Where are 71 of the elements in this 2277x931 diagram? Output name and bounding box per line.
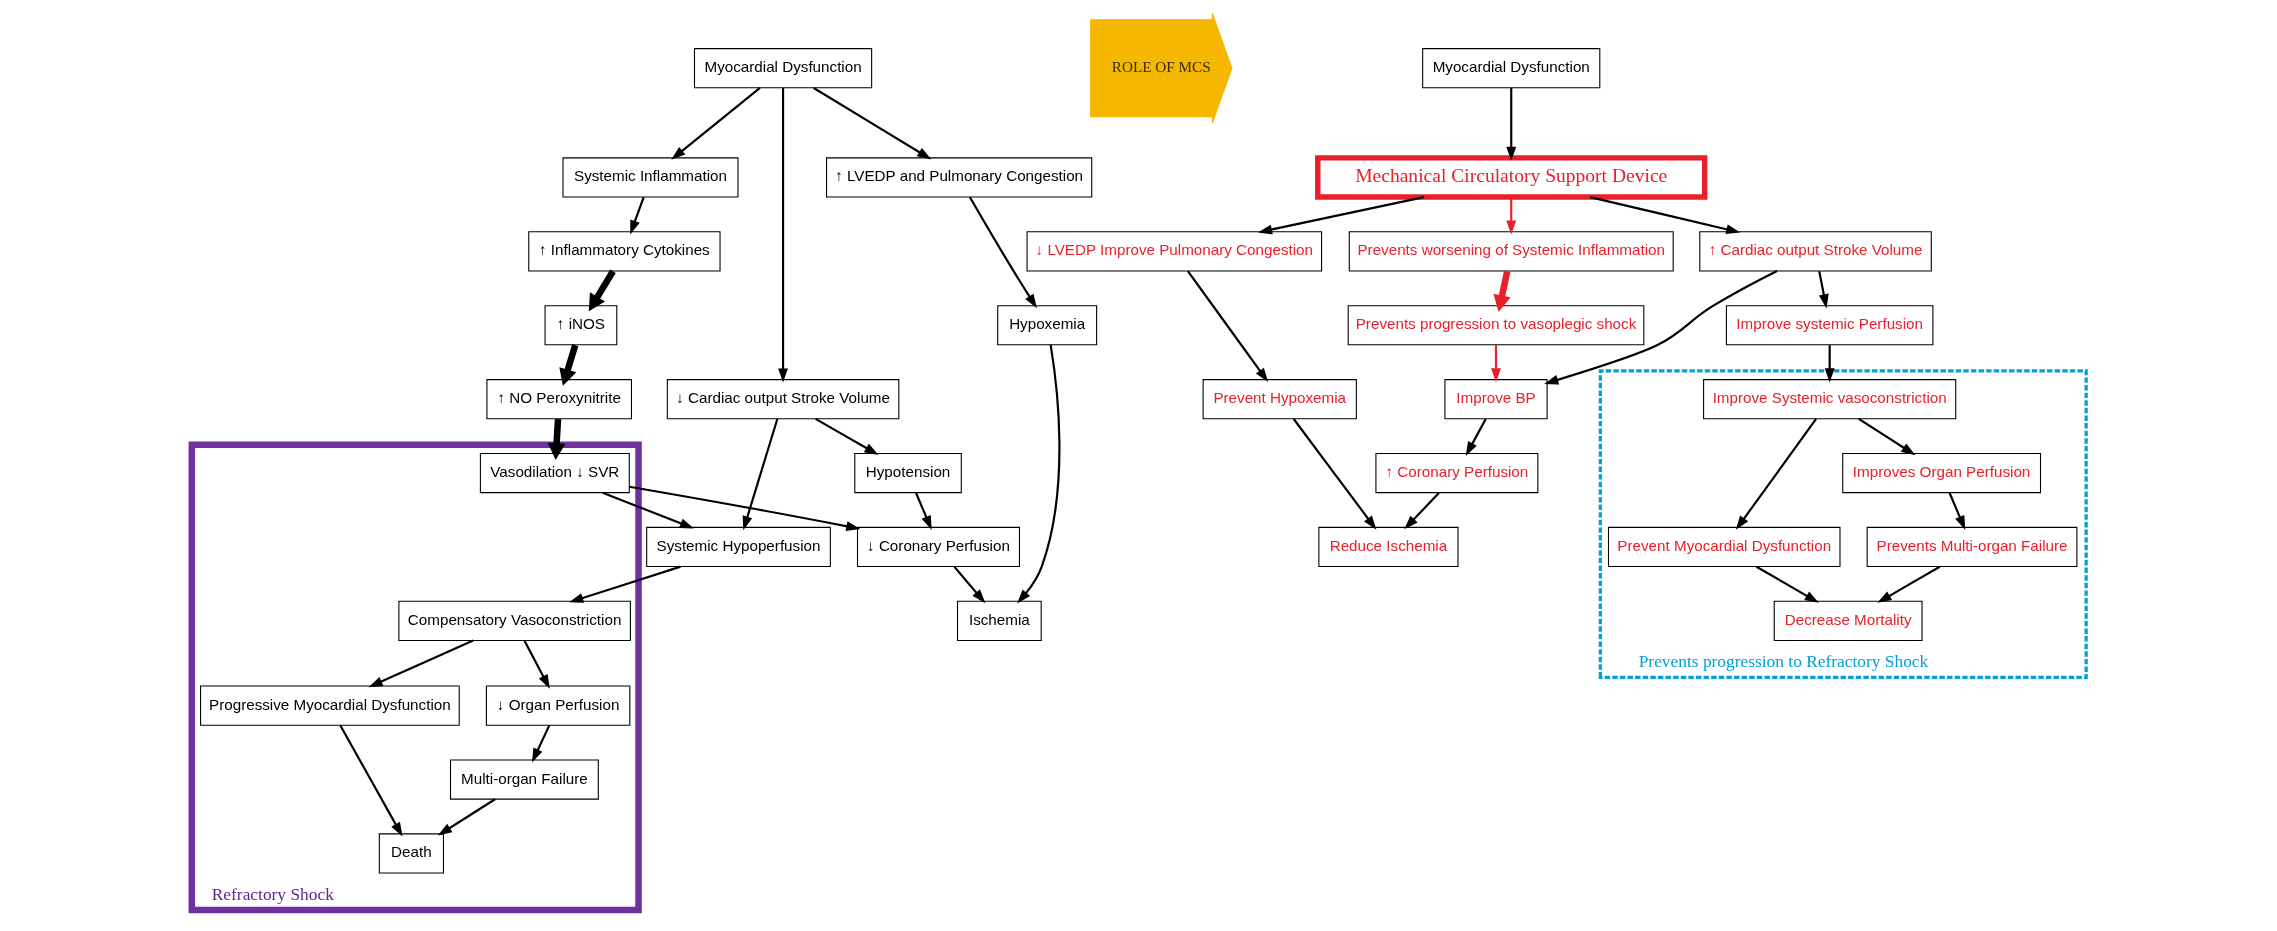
arrow xyxy=(1016,344,1060,603)
arrow xyxy=(742,418,778,530)
node-box: Hypoxemia xyxy=(996,304,1097,345)
arrow xyxy=(523,639,550,689)
arrow xyxy=(338,724,403,837)
arrow xyxy=(437,797,496,836)
node-box: Improve BP xyxy=(1443,378,1548,419)
node-box: Prevents Multi-organ Failure xyxy=(1866,526,2077,567)
arrow xyxy=(1492,270,1511,312)
arrow xyxy=(670,86,761,160)
node-box: Improve Systemic vasoconstriction xyxy=(1702,378,1956,419)
arrow xyxy=(814,417,879,455)
arrow xyxy=(628,485,860,531)
arrow xyxy=(568,565,681,603)
arrow xyxy=(1876,565,1940,603)
arrow xyxy=(1755,565,1819,603)
arrow xyxy=(953,565,985,603)
node-box: Mechanical Circulatory Support Device xyxy=(1314,154,1707,200)
node-box: ↓ Cardiac output Stroke Volume xyxy=(666,378,899,419)
node-box: Vasodilation ↓ SVR xyxy=(479,452,630,493)
arrow xyxy=(1824,344,1835,382)
node-box: Improves Organ Perfusion xyxy=(1841,452,2041,493)
arrow xyxy=(1403,491,1440,529)
node-box: ↓ Organ Perfusion xyxy=(485,685,630,726)
node-box: Systemic Inflammation xyxy=(561,156,738,198)
node-box: Myocardial Dysfunction xyxy=(693,47,872,88)
node-box: Multi-organ Failure xyxy=(449,758,599,800)
arrow xyxy=(1186,270,1268,382)
arrow xyxy=(558,343,578,386)
arrow xyxy=(629,196,645,234)
node-box: Hypotension xyxy=(853,452,962,493)
arrow xyxy=(1292,417,1376,530)
arrow xyxy=(368,639,474,687)
arrow xyxy=(1505,87,1516,161)
arrow xyxy=(1505,196,1516,235)
arrow xyxy=(547,418,565,460)
arrow xyxy=(1465,418,1487,456)
node-box: Compensatory Vasoconstriction xyxy=(397,600,631,641)
node-box: ↑ LVEDP and Pulmonary Congestion xyxy=(825,156,1092,198)
arrow xyxy=(777,87,788,383)
arrow xyxy=(1817,270,1829,308)
arrow xyxy=(1543,269,1777,385)
arrow xyxy=(531,724,550,762)
arrow xyxy=(1735,417,1817,530)
arrow xyxy=(914,492,932,530)
node-box: Myocardial Dysfunction xyxy=(1421,47,1600,88)
node-box: ↑ Inflammatory Cytokines xyxy=(527,230,721,271)
arrow xyxy=(1948,492,1965,530)
node-box: ↑ Coronary Perfusion xyxy=(1374,452,1538,493)
node-box: Ischemia xyxy=(956,600,1042,641)
node-box: Reduce Ischemia xyxy=(1317,526,1459,567)
node-box: Decrease Mortality xyxy=(1773,600,1923,641)
node-box: ↑ NO Peroxynitrite xyxy=(485,378,632,419)
node-box: ↑ Cardiac output Stroke Volume xyxy=(1698,230,1932,271)
arrow xyxy=(968,196,1037,308)
arrow xyxy=(812,86,931,159)
arrow xyxy=(588,269,616,311)
arrow xyxy=(1490,344,1501,382)
node-box: Prevents progression to vasoplegic shock xyxy=(1347,304,1644,345)
node-box: ↓ LVEDP Improve Pulmonary Congestion xyxy=(1026,230,1322,271)
node-box: Systemic Hypoperfusion xyxy=(645,526,831,567)
node-box: Improve systemic Perfusion xyxy=(1725,304,1933,345)
node-box: Death xyxy=(378,832,444,874)
node-box: Prevent Hypoxemia xyxy=(1202,378,1357,419)
node-box: ↑ iNOS xyxy=(544,304,617,345)
node-box: ↓ Coronary Perfusion xyxy=(856,526,1020,567)
arrow xyxy=(1857,417,1915,455)
node-box: Prevent Myocardial Dysfunction xyxy=(1607,526,1841,567)
node-box: Prevents worsening of Systemic Inflammation xyxy=(1348,230,1674,271)
arrow xyxy=(601,491,694,528)
node-box: Progressive Myocardial Dysfunction xyxy=(199,685,460,726)
